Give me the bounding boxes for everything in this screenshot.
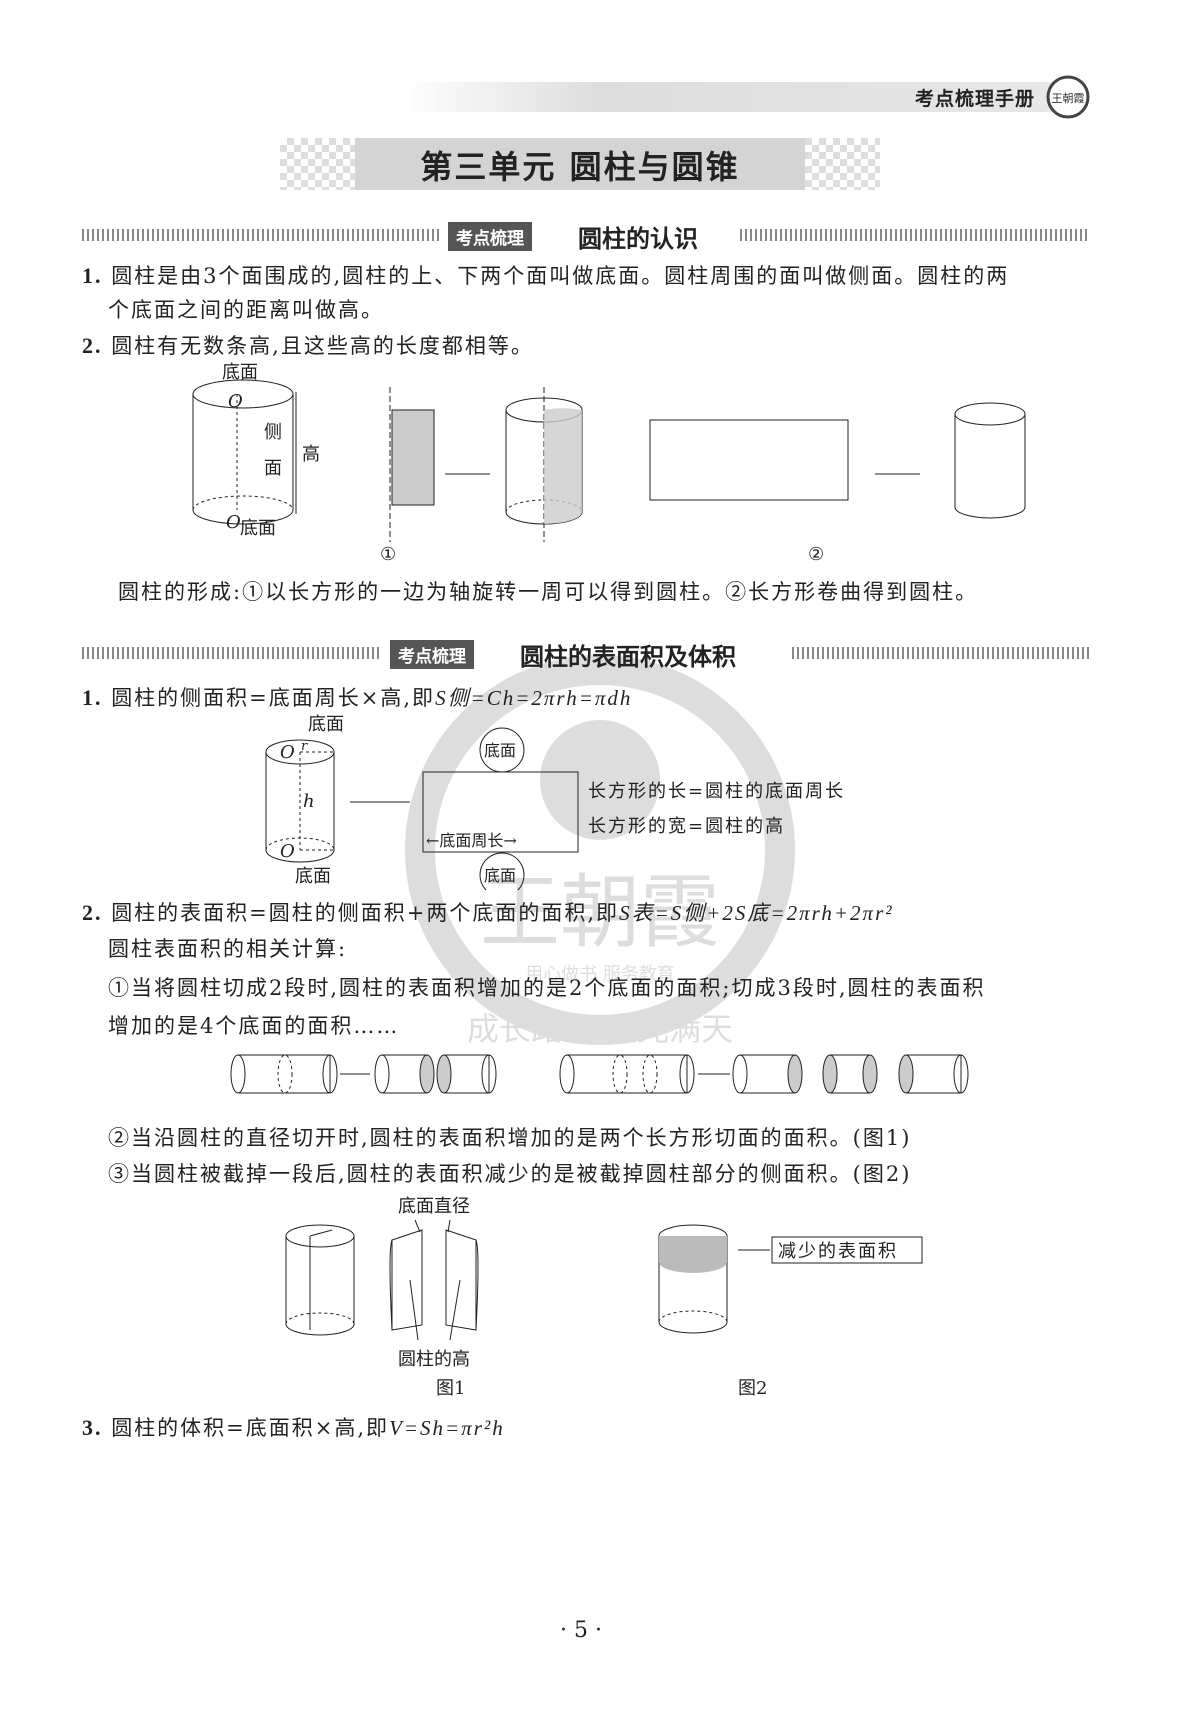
label-reduced-area: 减少的表面积 [778,1241,898,1262]
label-o: O [280,841,295,862]
label-side: 侧 [264,422,282,443]
label-bottom-base: 底面 [295,866,331,887]
divider [82,647,382,659]
section-title: 圆柱的表面积及体积 [520,643,736,671]
page-number: · 5 · [560,1618,602,1643]
label-top-base: 底面 [222,362,258,383]
text: 圆柱的体积=底面积×高,即 [111,1416,390,1440]
item-number: 1. [82,685,103,710]
note-length: 长方形的长=圆柱的底面周长 [588,781,845,802]
section-tag: 考点梳理 [448,222,532,251]
unit-title: 第三单元 圆柱与圆锥 [420,148,740,186]
svg-text:成长路上 霞光满天: 成长路上 霞光满天 [467,1010,733,1048]
text: 圆柱表面积的相关计算: [108,937,348,961]
label-perimeter: ←底面周长→ [426,831,517,850]
divider [82,229,442,241]
lateral-area-diagram: 底面 O r h O 底面 底面 底面 ←底面周长→ 长方形的长=圆柱的底面周长… [265,714,845,890]
text: 圆柱的表面积=圆柱的侧面积+两个底面的面积,即 [111,901,620,925]
label-h: h [303,791,315,812]
item-number: 1. [82,263,103,288]
text: 圆柱是由3个面围成的,圆柱的上、下两个面叫做底面。圆柱周围的面叫做侧面。圆柱的两 [111,264,1010,288]
figure1-caption: 图1 [436,1378,465,1399]
label-o: O [226,512,241,533]
formula: S表=S侧+2S底=2πrh+2πr² [619,901,894,925]
label-height: 圆柱的高 [398,1349,470,1370]
logo-icon: 王朝霞 [1046,75,1090,119]
svg-text:王朝霞: 王朝霞 [1052,92,1085,105]
header-bar [400,82,1070,112]
text: ①当将圆柱切成2段时,圆柱的表面积增加的是2个底面的面积;切成3段时,圆柱的表面… [108,976,986,1000]
label-diameter: 底面直径 [398,1196,470,1217]
section-title: 圆柱的认识 [578,225,698,253]
figure2-caption: 图2 [738,1378,767,1399]
cut-cylinders-diagram [230,1054,969,1094]
item-number: 3. [82,1415,103,1440]
label-o: O [280,742,295,763]
formula: S侧=Ch=2πrh=πdh [435,686,633,710]
text: 圆柱有无数条高,且这些高的长度都相等。 [111,334,534,358]
label-r: r [301,739,308,754]
formula: V=Sh=πr²h [389,1416,505,1440]
svg-text:王朝霞: 王朝霞 [480,866,720,959]
label-bottom-base: 底面 [240,518,276,539]
svg-text:用心做书 服务教育: 用心做书 服务教育 [525,964,675,985]
title-band [355,138,805,190]
text: 圆柱的侧面积=底面周长×高,即 [111,686,436,710]
label-side: 面 [264,458,282,479]
book-title: 考点梳理手册 [915,88,1036,110]
label-circle: 底面 [484,866,516,885]
section-tag: 考点梳理 [390,640,474,669]
item-number: 2. [82,900,103,925]
label-method-2: ② [808,544,824,562]
text: ③当圆柱被截掉一段后,圆柱的表面积减少的是被截掉圆柱部分的侧面积。(图2) [108,1162,912,1186]
note-width: 长方形的宽=圆柱的高 [588,816,785,837]
label-method-1: ① [380,544,396,562]
label-o: O [228,391,243,412]
figure1-figure2-diagram: 底面直径 圆柱的高 减少的表面积 图1 图2 [285,1196,923,1399]
label-height: 高 [302,444,320,465]
divider [792,647,1090,659]
text: 个底面之间的距离叫做高。 [108,298,384,322]
item-number: 2. [82,333,103,358]
formation-caption: 圆柱的形成:①以长方形的一边为轴旋转一周可以得到圆柱。②长方形卷曲得到圆柱。 [118,580,979,604]
cylinder-formation-diagram: 底面 O 侧 面 高 O 底面 ① ② [192,362,1026,562]
label-top-base: 底面 [308,714,344,735]
watermark-seal: 王朝霞 用心做书 服务教育 成长路上 霞光满天 [405,655,795,1048]
text: 增加的是4个底面的面积…… [108,1014,400,1038]
text: ②当沿圆柱的直径切开时,圆柱的表面积增加的是两个长方形切面的面积。(图1) [108,1126,912,1150]
label-circle: 底面 [484,741,516,760]
divider [740,229,1090,241]
